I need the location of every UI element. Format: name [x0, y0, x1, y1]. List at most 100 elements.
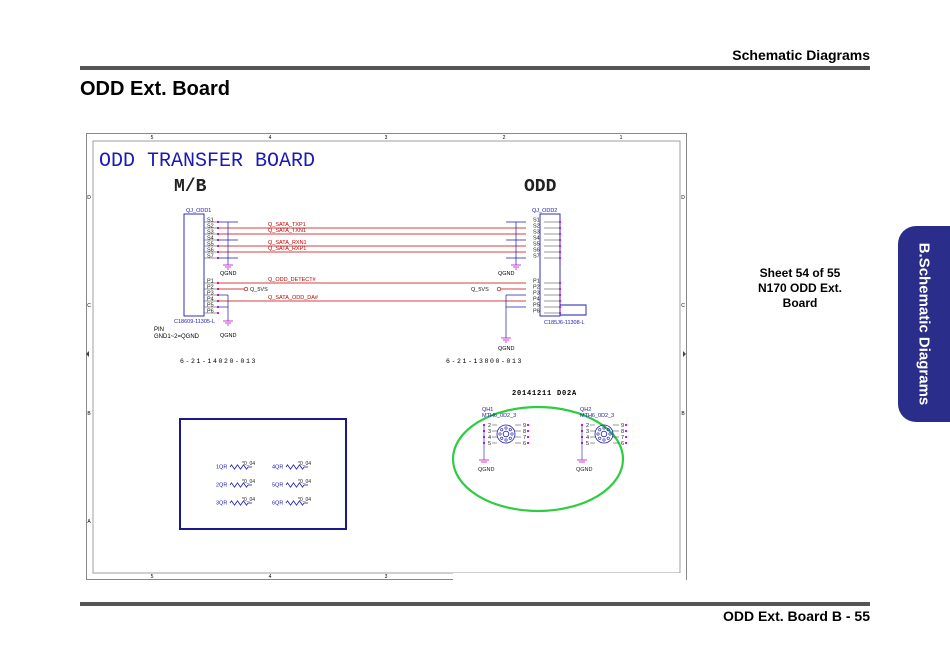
connector-pin-dot [558, 232, 562, 236]
net-label-sata-rxn: Q_SATA_RXN1 [268, 240, 307, 246]
col-marker-top: 1 [620, 135, 623, 141]
gnd-symbol [223, 264, 233, 270]
left-pin-note: PIN [154, 327, 164, 333]
resistor-ref: 6QR [272, 501, 283, 507]
row-marker-right: C [681, 303, 685, 309]
schematic-title: ODD TRANSFER BOARD [99, 150, 315, 173]
net-wires [218, 227, 526, 302]
connector-pin-label: S7 [207, 253, 214, 259]
connector-pin-label: S3 [533, 229, 540, 235]
gnd-wires [218, 221, 526, 338]
mounting-hole-part: MTH6_0D2_3 [482, 413, 516, 419]
mounting-hole-pin-label: 3 [586, 429, 589, 435]
header-divider [80, 66, 870, 70]
mounting-hole-ref: QH1 [482, 407, 493, 413]
mounting-hole-via [606, 436, 610, 440]
resistor-ref: 2QR [216, 483, 227, 489]
connector-pin-dot [558, 220, 562, 224]
odd-label: ODD [524, 177, 557, 197]
connector-pin-dot [216, 311, 220, 315]
mb-label: M/B [174, 177, 207, 197]
connector-pin-dot [558, 305, 562, 309]
gnd-label: QGND [220, 271, 237, 277]
footer-divider [80, 602, 870, 606]
mounting-hole-pin-label: 4 [586, 435, 589, 441]
page-title: ODD Ext. Board [80, 78, 231, 100]
resistor-symbol [285, 500, 305, 506]
connector-pin-dot [558, 238, 562, 242]
mounting-hole-pin-dot [526, 435, 530, 439]
resistor-array: 1QR*0_044QR*0_042QR*0_045QR*0_043QR*0_04… [216, 461, 311, 507]
connector-pin-label: P4 [207, 296, 214, 302]
sheet-board-suffix: Board [782, 296, 818, 310]
mounting-hole-pin-label: 8 [621, 429, 624, 435]
connector-pin-label: P3 [533, 290, 540, 296]
connector-pin-label: P6 [207, 308, 214, 314]
connector-pin-dot [558, 256, 562, 260]
resistor-ref: 4QR [272, 465, 283, 471]
resistor-value: *0_04 [242, 461, 255, 467]
mounting-hole-center [600, 430, 608, 438]
mounting-hole-pin-dot [624, 441, 628, 445]
resistor-symbol [229, 482, 249, 488]
connector-pin-label: S4 [533, 235, 540, 241]
mounting-hole-via [602, 438, 606, 442]
mounting-hole-ring [496, 424, 516, 444]
mounting-hole-ring [594, 424, 614, 444]
mounting-hole-pin-label: 7 [523, 435, 526, 441]
sheet-number: Sheet 54 of 55 [759, 266, 841, 280]
mounting-hole-pin-label: 2 [586, 423, 589, 429]
resistor-value: *0_04 [242, 497, 255, 503]
connector-pin-dot [558, 299, 562, 303]
mounting-hole-via [504, 438, 508, 442]
col-marker-bottom: 3 [385, 574, 388, 580]
mounting-hole-pin-label: 6 [523, 441, 526, 447]
mounting-hole-via [602, 426, 606, 430]
connector-pin-label: P2 [533, 284, 540, 290]
mounting-hole-via [508, 428, 512, 432]
mounting-hole-pin-label: 9 [621, 423, 624, 429]
col-marker-top: 3 [385, 135, 388, 141]
resistor-symbol [229, 464, 249, 470]
frame-arrow-right [683, 351, 686, 357]
net-label-sata-txp: Q_SATA_TXP1 [268, 222, 306, 228]
connector-pin-dot [558, 244, 562, 248]
connector-pin-label: P2 [207, 284, 214, 290]
col-marker-bottom: 5 [151, 574, 154, 580]
mounting-holes-highlight [451, 405, 625, 513]
row-marker-left: B [87, 411, 91, 417]
connector-pin-label: S4 [207, 235, 214, 241]
sidebar-tab-schematic-diagrams[interactable]: B.Schematic Diagrams [898, 226, 950, 422]
connector-pin-label: S2 [207, 223, 214, 229]
frame-arrow-left [86, 351, 89, 357]
connector-pin-label: P4 [533, 296, 540, 302]
mounting-hole-via [606, 428, 610, 432]
mounting-hole-via [608, 432, 612, 436]
mounting-hole-center [502, 430, 510, 438]
net-label-sata-odd-da: Q_SATA_ODD_DA# [268, 295, 319, 301]
resistor-value: *0_04 [298, 479, 311, 485]
revision-label: 20141211 D02A [512, 390, 577, 398]
power-label-right: Q_5VS [471, 287, 489, 293]
mounting-hole-via [500, 428, 504, 432]
connector-pin-label: P1 [207, 278, 214, 284]
mounting-hole-pin-label: 9 [523, 423, 526, 429]
schematic-diagram: 5 4 3 2 1 5 4 3 D C B A D C B ODD TRANSF… [86, 133, 687, 580]
connector-pin-label: P5 [207, 302, 214, 308]
row-marker-right: D [681, 195, 685, 201]
connector-pin-dot [558, 226, 562, 230]
resistor-symbol [285, 482, 305, 488]
sheet-info: Sheet 54 of 55 N170 ODD Ext. Board [740, 266, 860, 311]
power-port-right [496, 286, 502, 292]
right-connector-part: C185J6-11308-L [544, 320, 585, 326]
schematic-outer-frame [86, 133, 687, 580]
right-connector-ref: QJ_ODD2 [532, 208, 557, 214]
gnd-symbol [223, 320, 233, 326]
net-label-sata-rxp: Q_SATA_RXP1 [268, 246, 306, 252]
schematic-frame-gap [453, 573, 686, 580]
resistor-value: *0_04 [298, 497, 311, 503]
connector-pin-label: S6 [207, 247, 214, 253]
left-connector-part: C18609-11305-L [174, 319, 215, 325]
connector-pin-label: S5 [207, 241, 214, 247]
